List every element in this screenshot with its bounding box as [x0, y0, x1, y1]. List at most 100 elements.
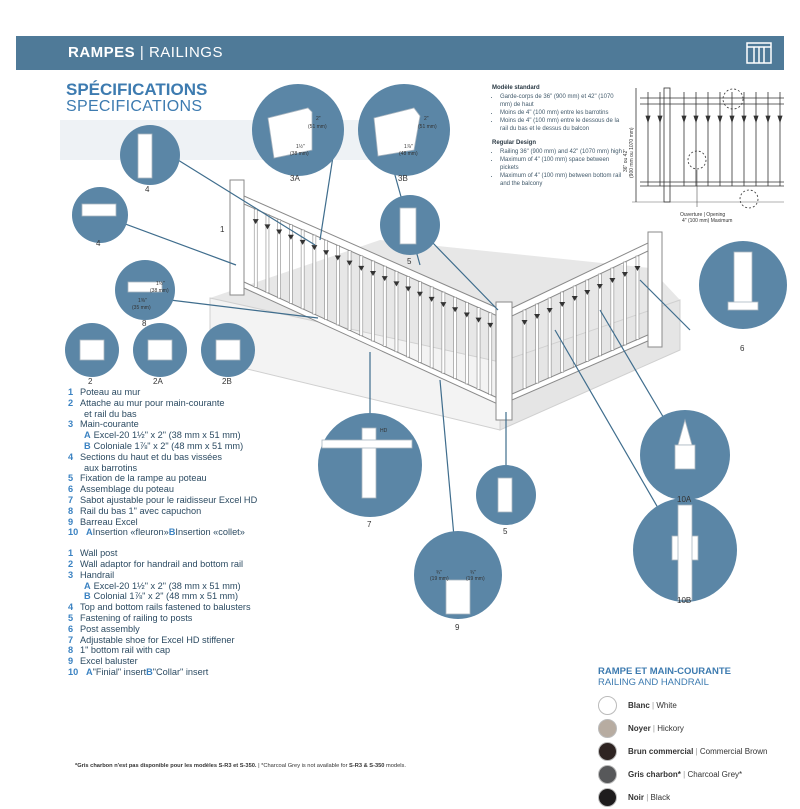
standard-item-en: Maximum of 4" (100 mm) between bottom ra…: [500, 172, 622, 188]
baluster: [359, 255, 364, 336]
legend-number: 4: [68, 602, 74, 613]
railing-left: [229, 179, 503, 407]
baluster: [371, 260, 375, 342]
color-swatch: Brun commercial | Commercial Brown: [598, 740, 798, 763]
elevation-collar: [717, 115, 723, 124]
baluster-collar: [264, 224, 271, 230]
post-fastening-part: [497, 477, 513, 513]
legend-row: B Coloniale 1⅞" x 2" (48 mm x 51 mm): [68, 441, 398, 452]
detail-circle-9: [414, 531, 502, 619]
legend-number: 9: [68, 516, 74, 527]
baluster-collar: [358, 265, 365, 271]
opening-max-label: 4" (100 mm) Maximum: [682, 218, 732, 224]
baluster: [300, 229, 305, 310]
baluster-collar: [440, 302, 447, 308]
baluster-collar: [475, 317, 482, 323]
legend-text: Excel-20 1½" x 2" (38 mm x 51 mm): [93, 430, 241, 441]
callout-1: 1: [220, 225, 225, 234]
legend-number: 1: [68, 387, 74, 397]
color-swatch: Blanc | White: [598, 694, 798, 717]
footnote: *Gris charbon n'est pas disponible pour …: [75, 763, 406, 769]
callout-9: 9: [455, 623, 460, 632]
callout-3b: 3B: [398, 174, 408, 183]
swatch-name-en: Commercial Brown: [699, 747, 768, 756]
dim-3b-width-mm: (51 mm): [418, 124, 437, 130]
callout-labels: 4 4 3A 3B 1 5 8 2 2A 2B 6 7 5 10A 10B 9 …: [88, 174, 745, 632]
callout-10a: 10A: [677, 495, 692, 504]
legend-row: 8 1" bottom rail with cap: [68, 645, 398, 656]
baluster-collar: [346, 260, 353, 266]
baluster: [453, 296, 457, 379]
swatch-dot: [598, 719, 617, 738]
opening-label: Ouverture | Opening: [680, 212, 725, 218]
post-assembly-part: [733, 251, 753, 309]
legend-text: Assemblage du poteau: [80, 484, 174, 495]
legend-text: 1" bottom rail with cap: [80, 645, 171, 656]
callout-5-top: 5: [407, 257, 412, 266]
part-drawings: [79, 107, 759, 615]
legend-text: Barreau Excel: [80, 516, 138, 527]
legend-text: Attache au mur pour main-courante: [80, 397, 225, 408]
legend-text: Sabot ajustable pour le raidisseur Excel…: [80, 494, 258, 505]
baluster: [324, 239, 328, 320]
legend-row: A Excel-20 1½" x 2" (38 mm x 51 mm): [68, 581, 398, 592]
baluster-collar: [416, 291, 423, 297]
baluster: [289, 224, 293, 304]
legend-number: 8: [68, 645, 74, 656]
legend-number: 10: [68, 527, 79, 538]
legend-variant: A: [84, 580, 91, 591]
legend-number: 7: [68, 634, 74, 645]
legend-row: aux barrotins: [68, 463, 398, 474]
finial-insert-part: [674, 444, 696, 470]
legend-text: Fastening of railing to posts: [80, 612, 193, 623]
swatch-name-fr: Blanc: [628, 701, 650, 710]
baluster-collar: [252, 219, 259, 225]
post-base-plate: [727, 301, 759, 311]
fastening-part: [399, 207, 417, 245]
hd-rail-part: [321, 439, 413, 449]
legend-text: "Finial" insert: [92, 666, 147, 677]
post: [229, 179, 245, 296]
dim-3b-height-mm: (48 mm): [399, 151, 418, 157]
legend-number: 5: [68, 473, 74, 484]
baluster: [585, 279, 590, 362]
legend-row: A Excel-20 1½" x 2" (38 mm x 51 mm): [68, 430, 398, 441]
standard-head-en: Regular Design: [492, 140, 537, 146]
dim-3a-width-mm: (51 mm): [308, 124, 327, 130]
hd-label: HD: [380, 428, 388, 434]
legend-number: 1: [68, 548, 74, 559]
baluster-collar: [487, 322, 494, 328]
legend-text: Sections du haut et du bas vissées: [80, 451, 222, 462]
baluster: [429, 286, 434, 369]
callout-8: 8: [142, 319, 147, 328]
wall-adaptor-part: [79, 339, 105, 361]
legend-variant: A: [86, 666, 93, 677]
dim-3a-height: 1½": [296, 143, 305, 150]
wall-post-part: [137, 133, 153, 179]
dim-9-b: ¾": [470, 570, 476, 576]
post: [647, 231, 663, 348]
callout-5-bottom: 5: [503, 527, 508, 536]
legend-number: 3: [68, 569, 74, 580]
baluster-collar: [428, 296, 435, 302]
baluster-collar: [299, 239, 306, 245]
swatch-separator: |: [680, 770, 688, 779]
dim-9-a: ¾": [436, 570, 442, 576]
baluster: [277, 219, 281, 299]
legend-row: 9 Barreau Excel: [68, 517, 398, 528]
baluster: [560, 291, 564, 373]
handrail-colonial-profile: [373, 107, 421, 157]
baluster-collar: [546, 308, 553, 313]
elevation-collar: [645, 115, 651, 124]
callout-2: 2: [88, 377, 93, 386]
baluster-collar: [584, 290, 591, 295]
